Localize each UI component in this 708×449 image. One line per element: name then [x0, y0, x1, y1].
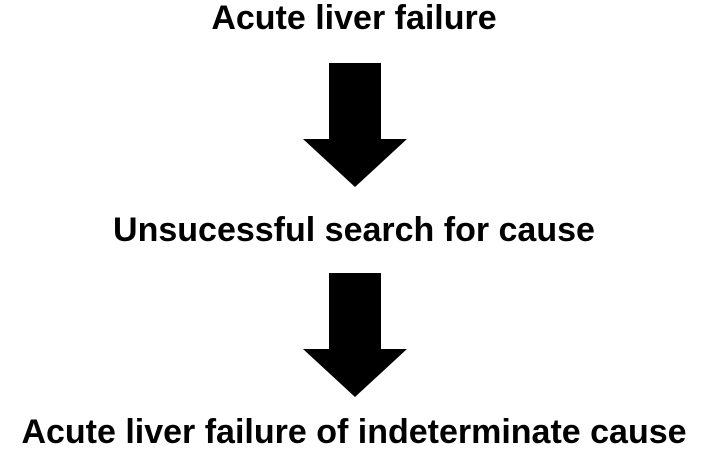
flow-node-unsuccessful-search: Unsucessful search for cause	[113, 211, 595, 249]
down-arrow-icon	[303, 273, 407, 397]
flow-node-indeterminate-cause: Acute liver failure of indeterminate cau…	[21, 413, 687, 449]
flow-node-acute-liver-failure: Acute liver failure	[211, 0, 497, 37]
down-arrow-icon	[303, 63, 407, 187]
